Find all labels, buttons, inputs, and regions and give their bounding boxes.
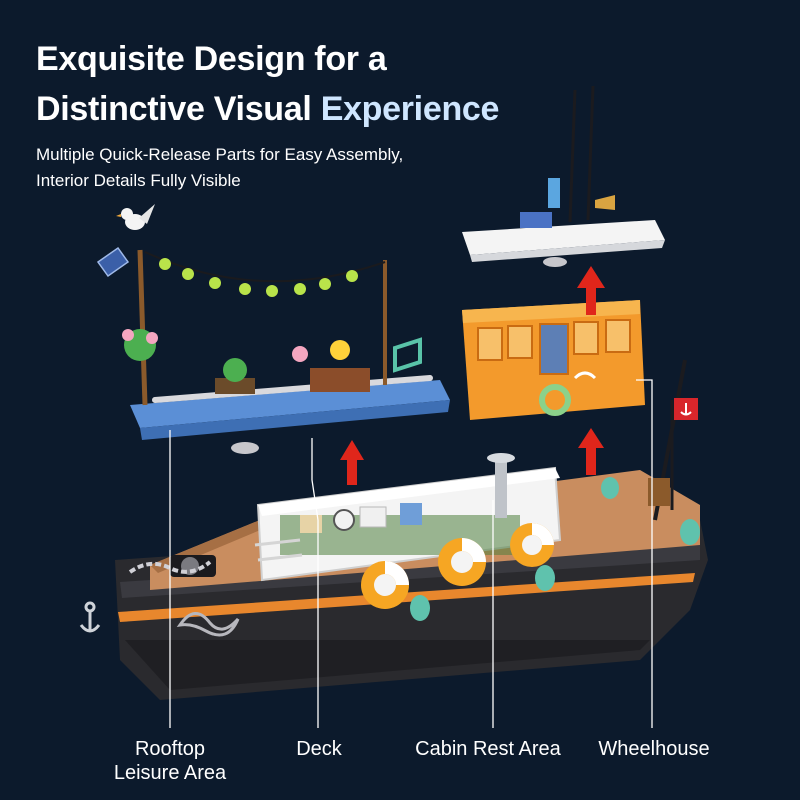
headline-line2: Distinctive Visual [36,90,321,128]
subtitle-line2: Interior Details Fully Visible [36,171,241,190]
hull-ornament [176,612,240,637]
callout-rooftop: Rooftop Leisure Area [104,737,236,785]
headline: Exquisite Design for a Distinctive Visua… [36,34,499,134]
flag-icon [674,398,698,420]
headline-line1: Exquisite Design for a [36,40,387,78]
wheelhouse [462,300,645,420]
callout-cabin: Cabin Rest Area [415,738,561,760]
callout-rooftop-line1: Rooftop [134,738,206,760]
solar-panel-icon [96,246,130,278]
seagull-icon [116,204,155,230]
callout-lines [169,379,653,728]
lift-arrows [340,266,605,485]
callout-deck: Deck [296,738,342,760]
string-lights-icon [144,251,386,297]
subtitle: Multiple Quick-Release Parts for Easy As… [36,142,403,194]
callout-rooftop-line2: Leisure Area [113,762,227,784]
cabin [254,453,700,621]
rooftop-platform [96,204,450,454]
headline-accent: Experience [320,90,500,128]
subtitle-line1: Multiple Quick-Release Parts for Easy As… [36,145,404,164]
lifebuoy-icon [361,523,554,609]
stern-mast [648,359,698,521]
wheelhouse-roof [462,85,665,267]
anchor-icon [79,601,101,633]
callout-wheelhouse: Wheelhouse [598,738,710,760]
